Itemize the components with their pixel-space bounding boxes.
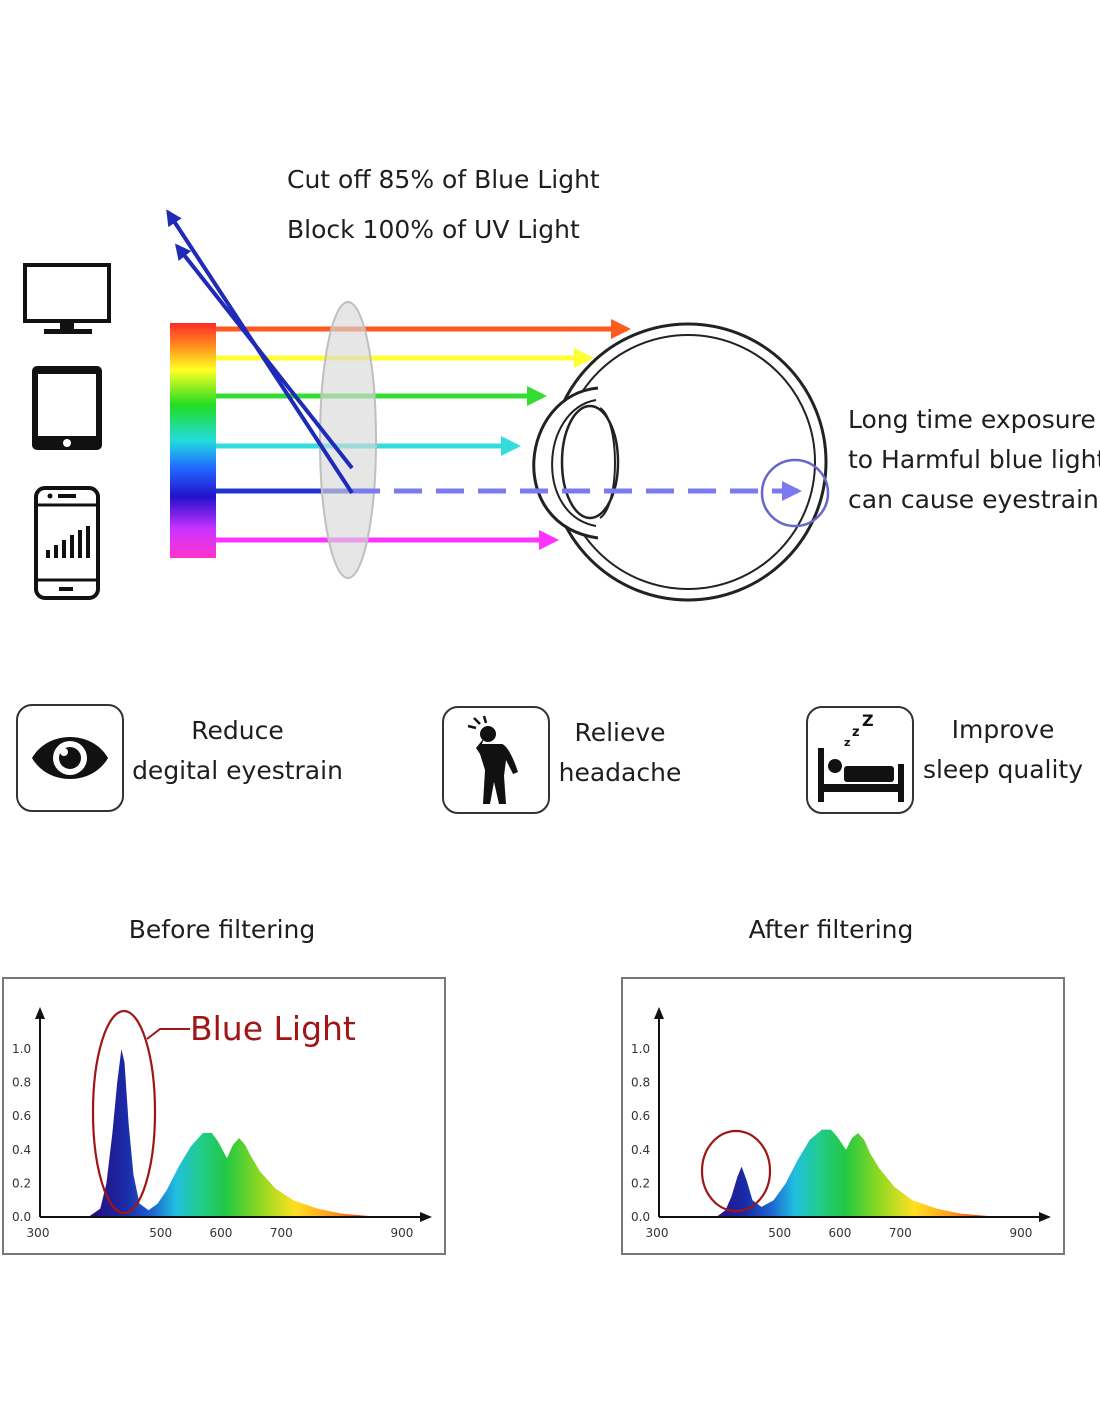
headache-person-icon [467,715,518,804]
svg-text:z: z [844,736,850,749]
exposure-note-line3: can cause eyestrain [848,485,1099,514]
y-tick-label: 0.0 [631,1210,650,1224]
x-tick-label: 900 [1009,1226,1032,1240]
tablet-icon [32,366,102,450]
y-tick-label: 0.8 [12,1076,31,1090]
x-tick-label: 500 [768,1226,791,1240]
reflected-blue-ray-2 [175,243,354,470]
x-tick-label: 600 [210,1226,233,1240]
svg-text:Z: Z [862,711,874,730]
benefit-eyestrain-line1: Reduce [191,716,284,745]
monitor-icon [23,263,111,334]
x-axis-arrow [1039,1212,1051,1222]
smartphone-icon [34,486,100,600]
blue-light-highlight-ellipse [700,1129,772,1213]
chart-before-frame: 0.0 0.2 0.4 0.6 0.8 1.0 300 500 600 700 900 Blue Li… [2,977,446,1255]
y-tick-label: 0.6 [12,1109,31,1123]
benefit-eye-box [16,704,124,812]
x-tick-label: 600 [829,1226,852,1240]
benefit-eyestrain-line2: degital eyestrain [132,756,343,785]
benefit-headache-box [442,706,550,814]
spectrum-chart-after: 0.0 0.2 0.4 0.6 0.8 1.0 300 500 600 700 900 [631,1007,1051,1240]
retina-highlight-circle [760,458,830,528]
blue-light-cut-caption: Cut off 85% of Blue Light [287,165,600,194]
chart-title-after: After filtering [748,915,914,944]
exposure-note-line1: Long time exposure [848,405,1096,434]
x-tick-label: 300 [27,1226,50,1240]
y-tick-label: 0.8 [631,1076,650,1090]
y-tick-label: 0.2 [631,1176,650,1190]
sleeping-bed-icon: z z Z [818,711,904,802]
y-tick-label: 0.2 [12,1176,31,1190]
x-tick-label: 500 [149,1226,172,1240]
y-tick-label: 0.6 [631,1109,650,1123]
blue-light-annotation: Blue Light [190,1009,356,1048]
benefit-sleep-line2: sleep quality [922,755,1084,784]
y-axis-arrow [35,1007,45,1019]
y-tick-label: 1.0 [12,1042,31,1056]
lens-illustration [319,301,377,579]
benefit-headache-line1: Relieve [574,718,666,747]
x-axis-arrow [420,1212,432,1222]
y-tick-label: 0.0 [12,1210,31,1224]
exposure-note-line2: to Harmful blue light [848,445,1100,474]
spectrum-bar [170,323,216,558]
spectrum-area-series [88,1049,396,1217]
spectrum-area-series [716,1129,1015,1217]
chart-after-frame: 0.0 0.2 0.4 0.6 0.8 1.0 300 500 600 700 900 [621,977,1065,1255]
x-tick-label: 700 [270,1226,293,1240]
light-filter-diagram [23,209,830,602]
x-tick-label: 300 [646,1226,669,1240]
benefit-headache-line2: headache [558,758,682,787]
eye-icon [32,737,108,779]
x-tick-label: 700 [889,1226,912,1240]
y-tick-label: 1.0 [631,1042,650,1056]
x-tick-label: 900 [390,1226,413,1240]
chart-title-before: Before filtering [128,915,316,944]
blue-light-highlight-ellipse [91,1009,157,1215]
benefit-sleep-box: z z Z [806,706,914,814]
svg-text:z: z [852,725,860,740]
blue-light-leader-line [146,1028,190,1040]
spectrum-chart-before: 0.0 0.2 0.4 0.6 0.8 1.0 300 500 600 700 900 Blue Li… [12,1007,432,1240]
y-tick-label: 0.4 [631,1143,650,1157]
y-axis-arrow [654,1007,664,1019]
y-tick-label: 0.4 [12,1143,31,1157]
benefit-sleep-line1: Improve [951,715,1055,744]
uv-block-caption: Block 100% of UV Light [287,215,580,244]
